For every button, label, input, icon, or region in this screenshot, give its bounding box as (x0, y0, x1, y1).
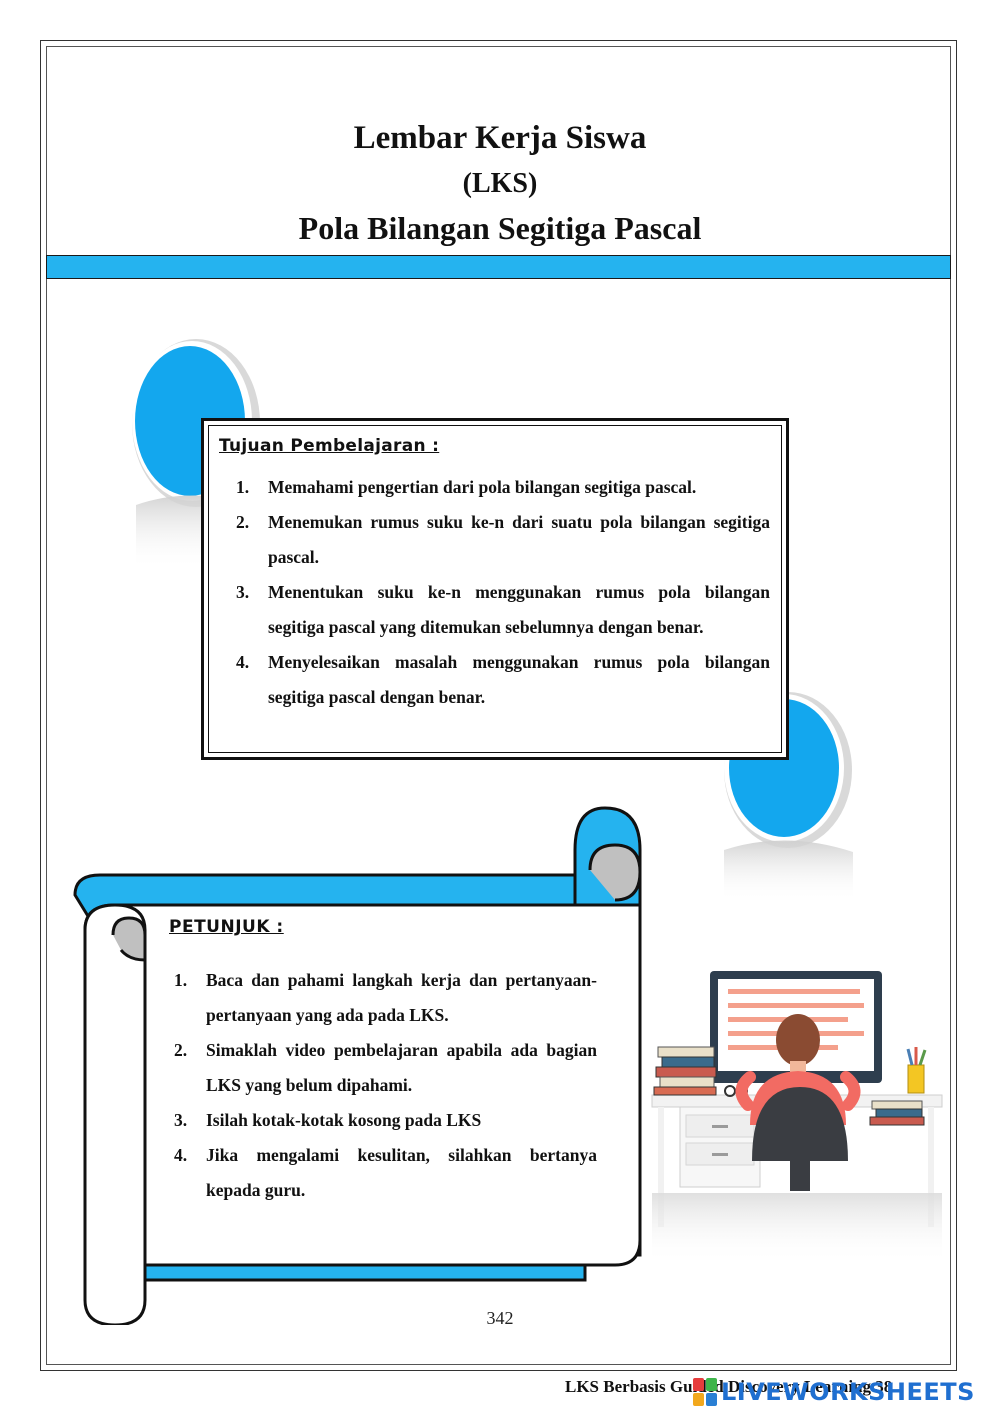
student-at-computer-illustration-icon (651, 971, 943, 1263)
title-divider-bar (46, 255, 951, 279)
list-item: 1.Baca dan pahami langkah kerja dan pert… (174, 970, 597, 1025)
liveworksheets-logo-icon (693, 1378, 717, 1406)
liveworksheets-watermark: LIVEWORKSHEETS (693, 1377, 975, 1407)
scroll-banner-icon (73, 806, 642, 1325)
learning-objectives-heading: Tujuan Pembelajaran : (219, 436, 440, 456)
footer-text: LKS Berbasis Guided Discovery Learning 3… (565, 1377, 893, 1396)
page-topic-title: Pola Bilangan Segitiga Pascal (298, 210, 702, 246)
page-frame-inner (46, 46, 951, 1365)
list-item: 2.Menemukan rumus suku ke-n dari suatu p… (236, 512, 770, 567)
list-item: 2.Simaklah video pembelajaran apabila ad… (174, 1040, 597, 1095)
learning-objectives-list: 1.Memahami pengertian dari pola bilangan… (236, 470, 770, 715)
learning-objectives-box (201, 418, 789, 760)
list-item: 4.Jika mengalami kesulitan, silahkan ber… (174, 1145, 597, 1200)
instructions-list: 1.Baca dan pahami langkah kerja dan pert… (174, 963, 597, 1208)
list-item: 3.Isilah kotak-kotak kosong pada LKS (174, 1110, 482, 1130)
page-subtitle-lks: (LKS) (462, 168, 538, 199)
instructions-heading: PETUNJUK : (169, 917, 284, 937)
page-title: Lembar Kerja Siswa (353, 120, 647, 156)
list-item: 1.Memahami pengertian dari pola bilangan… (236, 477, 697, 497)
liveworksheets-wordmark: LIVEWORKSHEETS (721, 1378, 975, 1406)
page-number: 342 (486, 1308, 514, 1328)
page-frame-outer (40, 40, 957, 1371)
list-item: 4.Menyelesaikan masalah menggunakan rumu… (236, 652, 770, 707)
list-item: 3.Menentukan suku ke-n menggunakan rumus… (236, 582, 770, 637)
